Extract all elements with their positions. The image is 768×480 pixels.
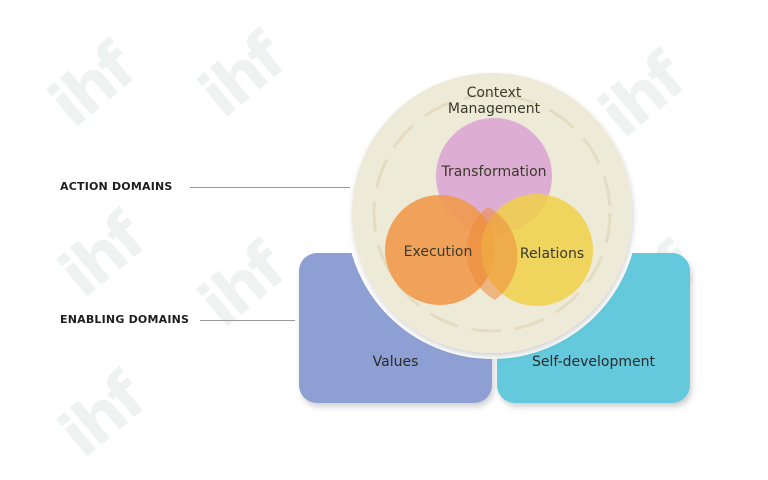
values-label: Values	[372, 354, 419, 370]
execution-circle	[385, 195, 495, 305]
context-line1: Context	[467, 85, 522, 101]
transformation-label: Transformation	[440, 164, 546, 180]
self-development-label: Self-development	[532, 354, 655, 370]
action-domains-label: ACTION DOMAINS	[60, 180, 173, 193]
action-domains-leader	[190, 187, 350, 188]
cycle-ring	[372, 93, 612, 333]
enabling-domains-leader	[200, 320, 295, 321]
execution-label: Execution	[404, 244, 473, 260]
relations-label: Relations	[520, 246, 584, 262]
context-line2: Management	[448, 101, 541, 117]
enabling-domains-label: ENABLING DOMAINS	[60, 313, 190, 326]
overlap-region	[466, 207, 518, 300]
